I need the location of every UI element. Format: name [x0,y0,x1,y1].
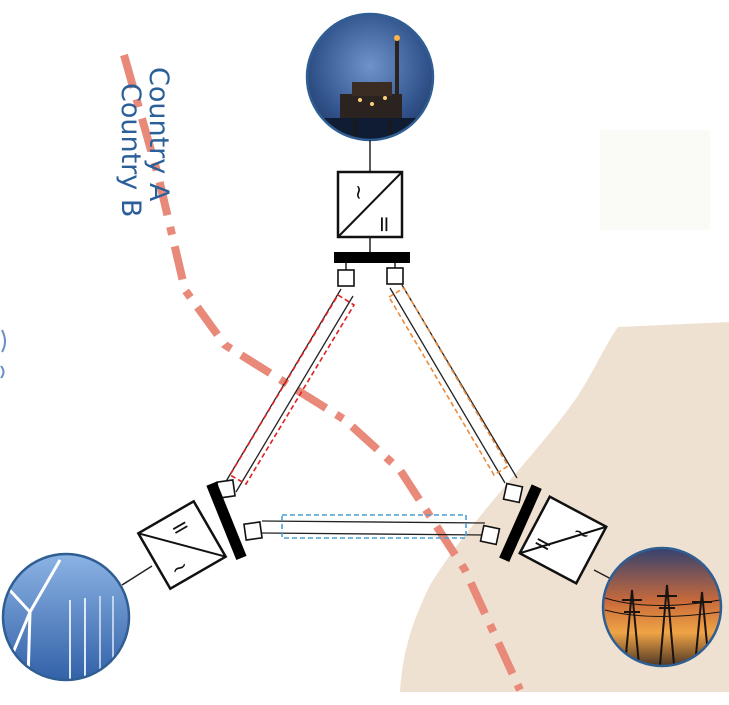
left-feeder-line [121,565,153,586]
wind-turbine-icon [1,552,131,682]
top-converter-dc-symbol: = [371,215,396,233]
top-busbar [334,252,410,263]
top-left-terminal [337,269,355,287]
cable-bottom [261,520,486,536]
country-a-label: Country A [143,67,174,202]
right-terminal-group [479,482,524,546]
cable-right [389,284,518,484]
right-busbar [499,484,542,562]
background-patch [600,130,710,230]
top-converter-ac-symbol: ~ [347,184,371,201]
left-converter: = ~ [136,499,228,591]
cable-bottom-dashed-box [281,514,467,539]
cable-left [224,288,354,493]
top-right-terminal [386,267,404,285]
right-converter: = ~ [518,495,608,585]
top-converter: ~ = [336,170,404,239]
edge-mark [0,329,6,379]
cable-right-dashed-box [387,286,510,477]
oil-platform-icon [305,12,435,142]
left-terminal-group [216,479,263,541]
left-busbar [206,481,247,560]
cable-left-dashed-box [228,293,356,486]
country-b-label: Country B [115,83,146,217]
transmission-tower-icon [601,546,723,668]
